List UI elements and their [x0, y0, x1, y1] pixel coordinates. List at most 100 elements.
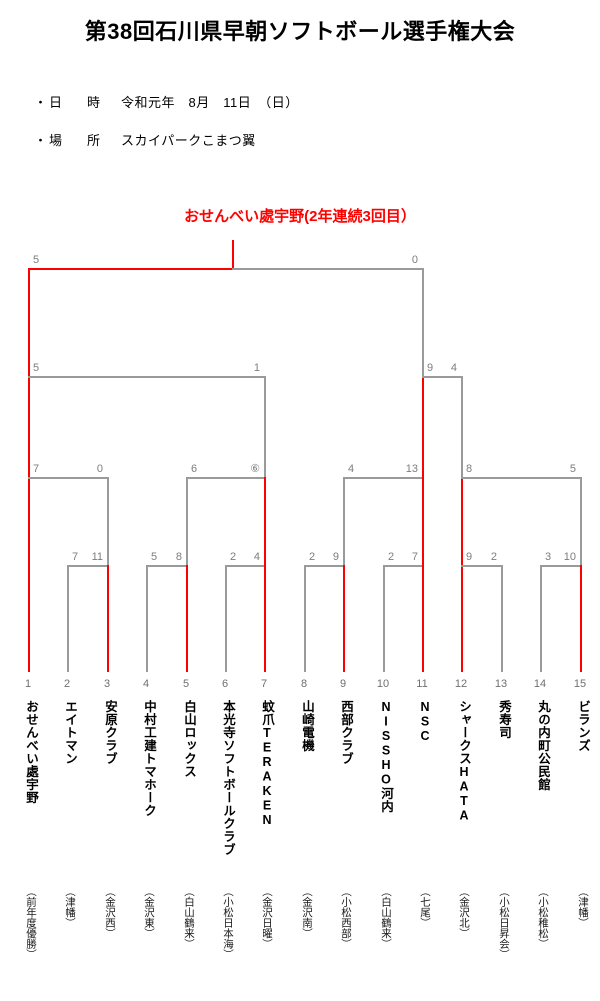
team-seed-number: 9: [339, 678, 347, 690]
match-score: 4: [450, 362, 457, 374]
match-score: ⑥: [250, 463, 260, 475]
team-name: 安原クラブ: [103, 700, 117, 765]
team-seed-number: 12: [454, 678, 468, 690]
bracket-line: [107, 477, 109, 565]
bracket-line: [461, 565, 501, 567]
bracket-line: [28, 376, 264, 378]
match-score: 5: [151, 551, 158, 563]
team-seed-number: 3: [103, 678, 111, 690]
bracket-line: [264, 376, 266, 477]
bracket-line: [540, 565, 580, 567]
match-score: 4: [253, 551, 260, 563]
team-seed-number: 15: [573, 678, 587, 690]
team-region: （小松日昇会）: [498, 886, 510, 960]
bracket-line-winner: [343, 565, 345, 672]
bracket-line: [67, 565, 107, 567]
bracket-line-winner: [461, 565, 463, 672]
champion-label: おせんべい處宇野(2年連続3回目）: [184, 208, 416, 225]
team-seed-number: 4: [142, 678, 150, 690]
event-venue-value: スカイパークこまつ翼: [121, 133, 256, 148]
team-name: シャークスHATA: [457, 700, 471, 823]
bracket-line-winner: [28, 376, 30, 477]
match-score: 4: [348, 463, 355, 475]
team-seed-number: 2: [63, 678, 71, 690]
match-score: 13: [405, 463, 418, 475]
team-region: （前年度優勝）: [25, 886, 37, 960]
match-score: 2: [230, 551, 237, 563]
team-seed-number: 13: [494, 678, 508, 690]
bullet-icon: ・: [34, 95, 48, 110]
bracket-line: [225, 565, 227, 672]
team-region: （小松稚松）: [537, 886, 549, 949]
team-region: （小松日本海）: [222, 886, 234, 960]
bracket-line: [461, 477, 580, 479]
team-region: （金沢西）: [104, 886, 116, 939]
bracket-line-winner: [232, 240, 234, 268]
event-venue-row: ・場 所スカイパークこまつ翼: [34, 130, 256, 149]
bracket-line: [383, 565, 385, 672]
team-seed-number: 6: [221, 678, 229, 690]
bracket-line: [540, 565, 542, 672]
bracket-line-winner: [461, 477, 463, 565]
bracket-line: [501, 565, 503, 672]
bracket-line-winner: [422, 376, 424, 477]
event-date-value: 令和元年 8月 11日 （日）: [121, 95, 299, 110]
bracket-line: [343, 477, 422, 479]
bracket-line: [225, 565, 264, 567]
bracket-line: [461, 376, 463, 477]
match-score: 7: [411, 551, 418, 563]
match-score: 7: [33, 463, 40, 475]
team-seed-number: 14: [533, 678, 547, 690]
team-seed-number: 8: [300, 678, 308, 690]
bracket-line: [422, 376, 461, 378]
team-region: （津幡）: [577, 886, 589, 928]
bracket-line: [580, 477, 582, 565]
match-score: 11: [91, 551, 103, 563]
match-score: 5: [33, 254, 40, 266]
team-region: （金沢日曜）: [261, 886, 273, 949]
bracket-line-winner: [264, 477, 266, 565]
match-score: 6: [191, 463, 198, 475]
match-score: 10: [563, 551, 576, 563]
bracket-line-winner: [28, 268, 232, 270]
bracket-line-winner: [28, 477, 30, 672]
match-score: 5: [569, 463, 576, 475]
team-name: 西部クラブ: [339, 700, 353, 765]
match-score: 2: [388, 551, 395, 563]
match-score: 5: [33, 362, 40, 374]
bracket-line-winner: [422, 565, 424, 672]
team-seed-number: 5: [182, 678, 190, 690]
bracket-line: [67, 565, 69, 672]
bracket-line-winner: [422, 477, 424, 565]
team-name: おせんべい處宇野: [24, 700, 38, 804]
team-seed-number: 7: [260, 678, 268, 690]
match-score: 1: [253, 362, 260, 374]
match-score: 9: [427, 362, 434, 374]
team-name: 本光寺ソフトボールクラブ: [221, 700, 235, 856]
bracket-line-winner: [28, 268, 30, 376]
team-name: NISSHO河内: [379, 700, 393, 813]
team-region: （金沢東）: [143, 886, 155, 939]
match-score: 8: [466, 463, 473, 475]
bracket-line: [146, 565, 186, 567]
team-region: （小松西部）: [340, 886, 352, 949]
team-name: 蚊爪TERAKEN: [260, 700, 274, 828]
team-region: （金沢南）: [301, 886, 313, 939]
event-date-label: 日 時: [49, 95, 107, 110]
bracket-line: [304, 565, 306, 672]
team-name: 秀寿司: [497, 700, 511, 739]
bracket-line-winner: [264, 565, 266, 672]
team-seed-number: 10: [376, 678, 390, 690]
bracket-line: [422, 268, 424, 376]
bracket-line: [28, 477, 107, 479]
team-region: （津幡）: [64, 886, 76, 928]
bracket-line: [146, 565, 148, 672]
team-region: （金沢北）: [458, 886, 470, 939]
bracket-line-winner: [107, 565, 109, 672]
match-score: 0: [96, 463, 103, 475]
team-name: ビランズ: [576, 700, 590, 752]
team-region: （白山鶴来）: [183, 886, 195, 949]
event-venue-label: 場 所: [49, 133, 107, 148]
bracket-line: [343, 477, 345, 565]
